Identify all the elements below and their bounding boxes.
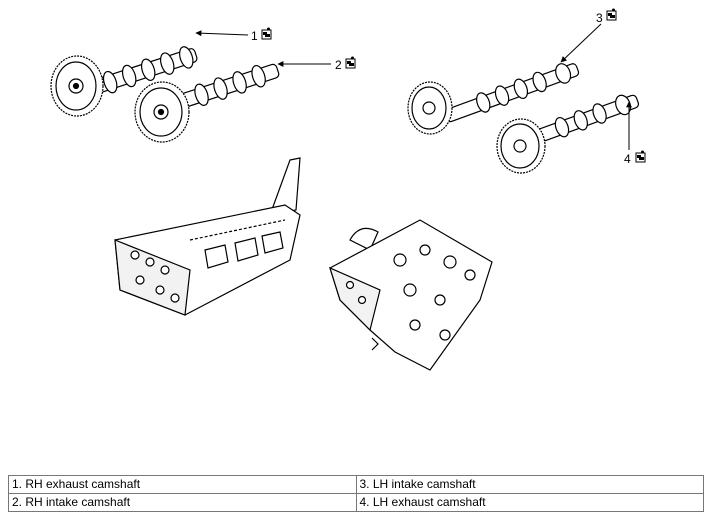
- callout-1: 1: [195, 27, 272, 43]
- parts-legend-table: 1. RH exhaust camshaft 3. LH intake cams…: [8, 475, 704, 512]
- callout-3-label: 3: [596, 11, 603, 25]
- wrench-bolt-icon: [635, 150, 646, 163]
- exploded-diagram: 1 2 3 4: [50, 8, 646, 371]
- rh-intake-camshaft: [134, 63, 280, 143]
- table-row: 1. RH exhaust camshaft 3. LH intake cams…: [8, 475, 704, 494]
- callout-2-label: 2: [335, 58, 342, 72]
- callout-4: 4: [624, 101, 646, 166]
- callout-3: 3: [560, 8, 617, 63]
- lh-exhaust-camshaft: [496, 94, 640, 174]
- rh-cylinder-head: [114, 157, 301, 316]
- lh-intake-camshaft: [407, 63, 580, 135]
- legend-item-4: 4. LH exhaust camshaft: [355, 493, 704, 512]
- callout-4-label: 4: [624, 152, 631, 166]
- lh-cylinder-head: [329, 219, 493, 371]
- rh-exhaust-camshaft: [50, 46, 198, 117]
- wrench-bolt-icon: [261, 27, 272, 40]
- table-row: 2. RH intake camshaft 4. LH exhaust cams…: [8, 493, 704, 512]
- callout-1-label: 1: [251, 29, 258, 43]
- legend-item-2: 2. RH intake camshaft: [8, 493, 357, 512]
- legend-item-1: 1. RH exhaust camshaft: [8, 475, 357, 494]
- callout-2: 2: [277, 56, 356, 72]
- wrench-bolt-icon: [345, 56, 356, 69]
- legend-item-3: 3. LH intake camshaft: [355, 475, 704, 494]
- wrench-bolt-icon: [606, 8, 617, 21]
